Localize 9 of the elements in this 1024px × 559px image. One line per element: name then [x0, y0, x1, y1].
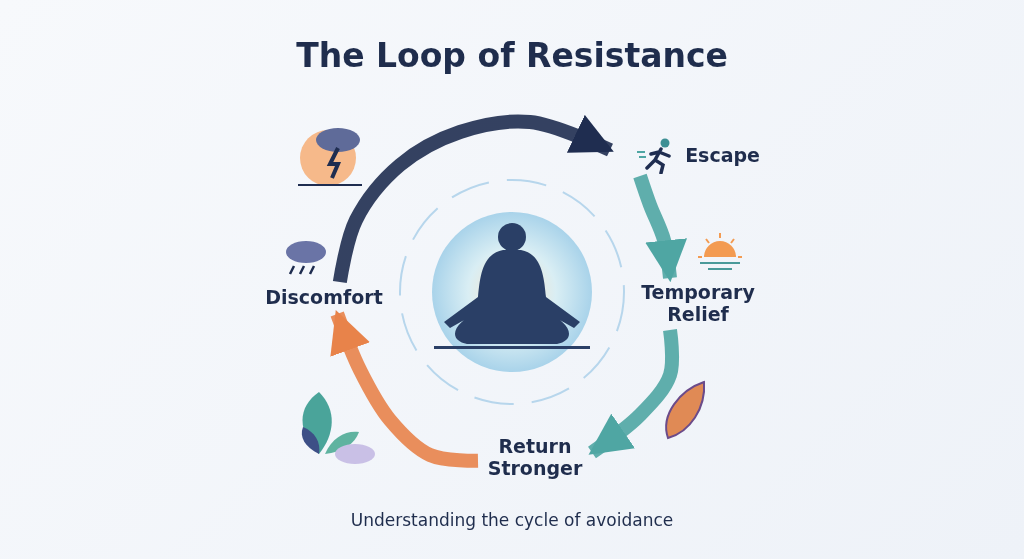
- caption: Understanding the cycle of avoidance: [349, 510, 675, 530]
- step-label: Discomfort: [258, 282, 390, 314]
- arrow: [633, 173, 687, 283]
- arrow: [332, 114, 614, 284]
- step-label: Temporary Relief: [628, 278, 768, 330]
- step-label: Return Stronger: [478, 430, 592, 486]
- title: The Loop of Resistance: [295, 36, 729, 75]
- step-label: Escape: [685, 145, 760, 167]
- arrow: [330, 310, 479, 468]
